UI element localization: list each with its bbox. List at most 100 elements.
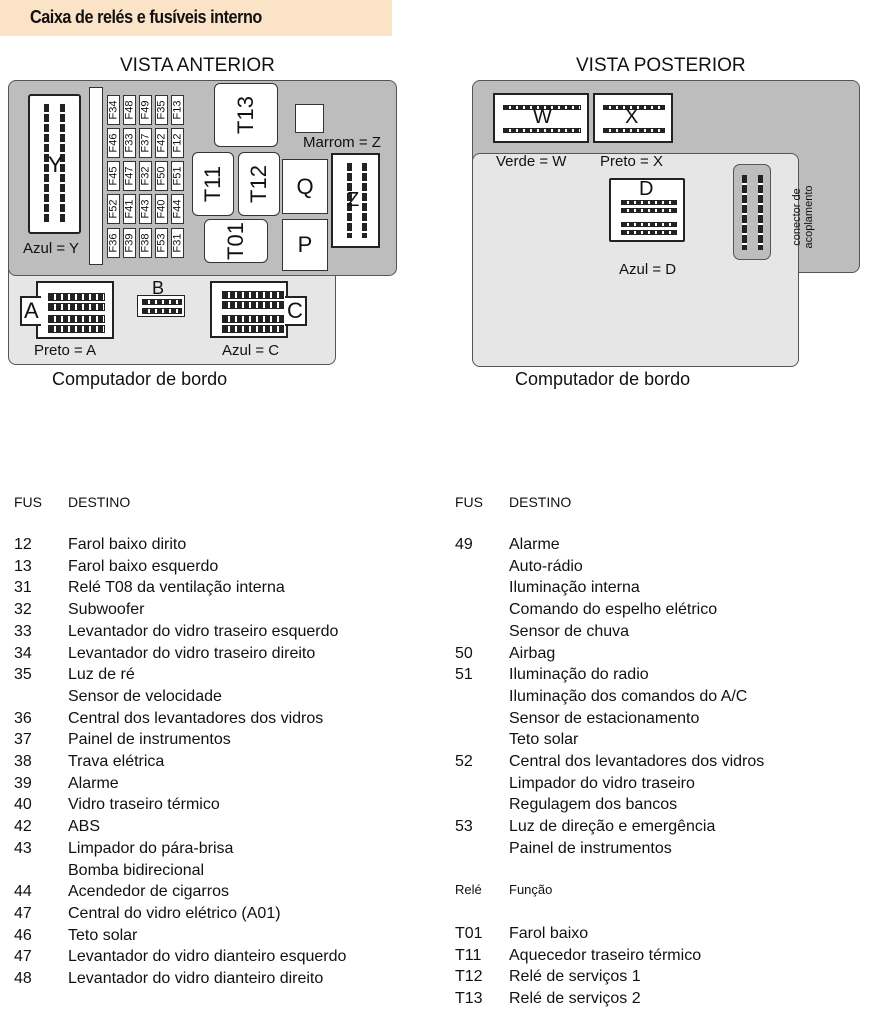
caption-front: Computador de bordo — [52, 369, 228, 389]
fuse-number: 38 — [14, 753, 32, 770]
connector-w-letter: W — [533, 106, 552, 128]
fuse-label: F12 — [171, 133, 184, 153]
fuse-label: F32 — [139, 166, 152, 186]
fuse-f46[interactable]: F46 — [107, 128, 120, 158]
fuse-number: 47 — [14, 948, 32, 966]
relay-header-rele: Relé — [455, 882, 482, 897]
destination-text: Luz de ré — [68, 666, 135, 684]
fuse-number: T11 — [455, 946, 482, 964]
fuse-number: 33 — [14, 622, 32, 640]
coupling-connector — [733, 164, 771, 260]
fuse-f34[interactable]: F34 — [107, 95, 120, 125]
destination-text: Luz de direção e emergência — [509, 818, 716, 836]
fuse-label: F31 — [171, 233, 184, 253]
fuse-number: 52 — [455, 753, 473, 770]
fuse-number: 47 — [14, 904, 32, 922]
fuse-number: 12 — [14, 536, 32, 553]
fuse-f12[interactable]: F12 — [171, 128, 184, 158]
fuse-f39[interactable]: F39 — [123, 228, 136, 258]
destination-text: Limpador do pára-brisa — [68, 839, 234, 857]
destination-text: Teto solar — [68, 926, 138, 944]
destination-text: Central dos levantadores dos vidros — [68, 709, 324, 727]
connector-d: D — [609, 178, 685, 242]
fuse-f51[interactable]: F51 — [171, 161, 184, 191]
fuse-label: F45 — [107, 166, 120, 186]
fuse-label: F43 — [139, 199, 152, 219]
fuse-f53[interactable]: F53 — [155, 228, 168, 258]
destination-text: Iluminação dos comandos do A/C — [509, 687, 748, 705]
connector-a-letter: A — [20, 296, 41, 326]
destination-text: Painel de instrumentos — [509, 839, 672, 857]
relay-header-funcao: Função — [509, 882, 553, 897]
destination-text: Levantador do vidro dianteiro direito — [68, 970, 324, 987]
connector-z: Z — [331, 153, 380, 248]
connector-p: P — [282, 219, 328, 271]
destination-text: Levantador do vidro dianteiro esquerdo — [68, 948, 347, 966]
fuse-f38[interactable]: F38 — [139, 228, 152, 258]
fuse-label: F53 — [155, 233, 168, 253]
fuse-f48[interactable]: F48 — [123, 95, 136, 125]
fuse-number: 50 — [455, 644, 473, 662]
fuse-label: F49 — [139, 100, 152, 120]
destination-text: Levantador do vidro traseiro esquerdo — [68, 622, 339, 640]
fuse-number: 53 — [455, 818, 473, 836]
destination-text: Limpador do vidro traseiro — [509, 774, 695, 792]
fuse-number: 36 — [14, 709, 32, 727]
left-header-fus: FUS — [14, 494, 42, 510]
fuse-f33[interactable]: F33 — [123, 128, 136, 158]
fuse-f41[interactable]: F41 — [123, 194, 136, 224]
fuse-f52[interactable]: F52 — [107, 194, 120, 224]
connector-c — [210, 281, 288, 338]
relay-t11[interactable]: T11 — [192, 152, 234, 216]
fuse-label: F50 — [155, 166, 168, 186]
fuse-label: F35 — [155, 100, 168, 120]
destination-text: Aquecedor traseiro térmico — [509, 946, 702, 964]
caption-rear: Computador de bordo — [515, 369, 691, 389]
fuse-label: F37 — [139, 133, 152, 153]
fuse-number: T12 — [455, 968, 483, 986]
fuse-number: T13 — [455, 990, 483, 1008]
fuse-f32[interactable]: F32 — [139, 161, 152, 191]
label-x: Preto = X — [600, 153, 663, 170]
fuse-f31[interactable]: F31 — [171, 228, 184, 258]
fuse-f44[interactable]: F44 — [171, 194, 184, 224]
fuse-label: F42 — [155, 133, 168, 153]
fuse-f47[interactable]: F47 — [123, 161, 136, 191]
connector-z-letter: Z — [347, 189, 360, 211]
fuse-label: F44 — [171, 199, 184, 219]
connector-w: W — [493, 93, 589, 143]
fuse-f36[interactable]: F36 — [107, 228, 120, 258]
fuse-f13[interactable]: F13 — [171, 95, 184, 125]
destination-text: Subwoofer — [68, 601, 145, 619]
fuse-label: F40 — [155, 199, 168, 219]
label-d: Azul = D — [619, 261, 677, 278]
fuse-f50[interactable]: F50 — [155, 161, 168, 191]
fuse-f37[interactable]: F37 — [139, 128, 152, 158]
destination-text: Vidro traseiro térmico — [68, 796, 220, 814]
destination-text: Bomba bidirecional — [68, 861, 205, 879]
fuse-number: 44 — [14, 883, 32, 901]
fuse-number: 37 — [14, 731, 32, 749]
fuse-f40[interactable]: F40 — [155, 194, 168, 224]
fuse-f45[interactable]: F45 — [107, 161, 120, 191]
fuse-f43[interactable]: F43 — [139, 194, 152, 224]
relay-t01[interactable]: T01 — [204, 219, 268, 263]
fuse-f35[interactable]: F35 — [155, 95, 168, 125]
fuse-f49[interactable]: F49 — [139, 95, 152, 125]
fuse-number: T01 — [455, 925, 483, 942]
connector-q: Q — [282, 159, 328, 214]
fuse-label: F47 — [123, 166, 136, 186]
fuse-number: 48 — [14, 970, 32, 987]
fuse-number: 40 — [14, 796, 32, 814]
label-a: Preto = A — [34, 342, 97, 359]
destination-text: Central do vidro elétrico (A01) — [68, 904, 281, 922]
fuse-label: F36 — [107, 233, 120, 253]
fuse-f42[interactable]: F42 — [155, 128, 168, 158]
relay-t13[interactable]: T13 — [214, 83, 278, 147]
destination-text: Levantador do vidro traseiro direito — [68, 644, 316, 662]
relay-label: T11 — [200, 165, 225, 203]
destination-text: Relé de serviços 2 — [509, 990, 641, 1008]
relay-t12[interactable]: T12 — [238, 152, 280, 216]
connector-a — [36, 281, 114, 339]
fuse-label: F52 — [107, 199, 120, 219]
